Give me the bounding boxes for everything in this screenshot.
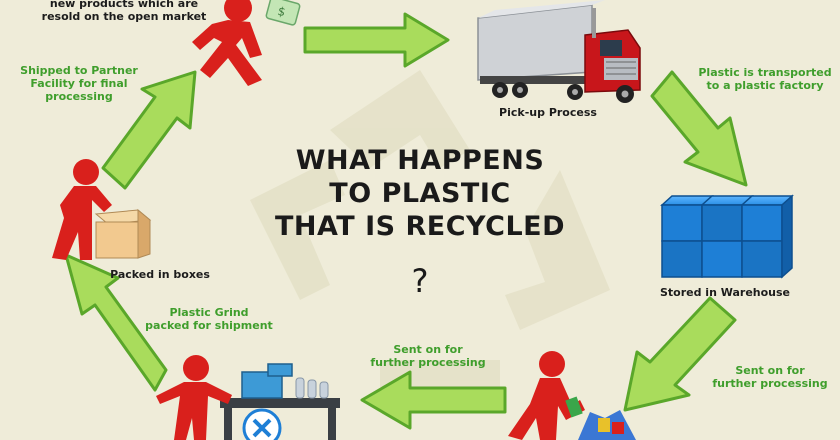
arrow-upper-left bbox=[101, 70, 197, 190]
title-line-3: THAT IS RECYCLED bbox=[274, 211, 566, 242]
arrow-bottom bbox=[360, 370, 507, 430]
grinder-machine-icon bbox=[220, 363, 340, 440]
arrow-lower-right bbox=[623, 296, 737, 412]
infographic-title: WHAT HAPPENS TO PLASTIC THAT IS RECYCLED bbox=[250, 144, 590, 243]
step-label-sent-right: Sent on for further processing bbox=[712, 364, 828, 390]
step-label-shipped: Shipped to Partner Facility for final pr… bbox=[20, 64, 138, 103]
step-label-resold: new products which are resold on the ope… bbox=[41, 0, 207, 23]
step-label-warehouse: Stored in Warehouse bbox=[659, 286, 791, 299]
warehouse-crates-icon bbox=[660, 194, 794, 279]
step-label-transported: Plastic is transported to a plastic fact… bbox=[698, 66, 832, 92]
step-label-grind: Plastic Grind packed for shipment bbox=[145, 306, 273, 332]
person-with-box-icon bbox=[52, 159, 152, 260]
step-label-sent-center: Sent on for further processing bbox=[370, 343, 486, 369]
person-sorting-icon bbox=[508, 351, 636, 440]
svg-text:$: $ bbox=[276, 4, 287, 20]
arrow-upper-right bbox=[650, 70, 748, 187]
person-operating-machine-icon bbox=[156, 355, 232, 440]
truck-icon bbox=[477, 0, 641, 103]
title-line-2: TO PLASTIC bbox=[329, 178, 511, 209]
question-mark: ? bbox=[411, 262, 429, 300]
step-label-boxes: Packed in boxes bbox=[110, 268, 210, 281]
title-line-1: WHAT HAPPENS bbox=[295, 145, 545, 176]
arrow-top bbox=[303, 12, 450, 68]
person-with-money-icon: $ bbox=[192, 0, 301, 86]
flow-arrows bbox=[64, 12, 748, 430]
arrow-lower-left bbox=[64, 253, 168, 392]
step-label-pickup: Pick-up Process bbox=[499, 106, 597, 119]
